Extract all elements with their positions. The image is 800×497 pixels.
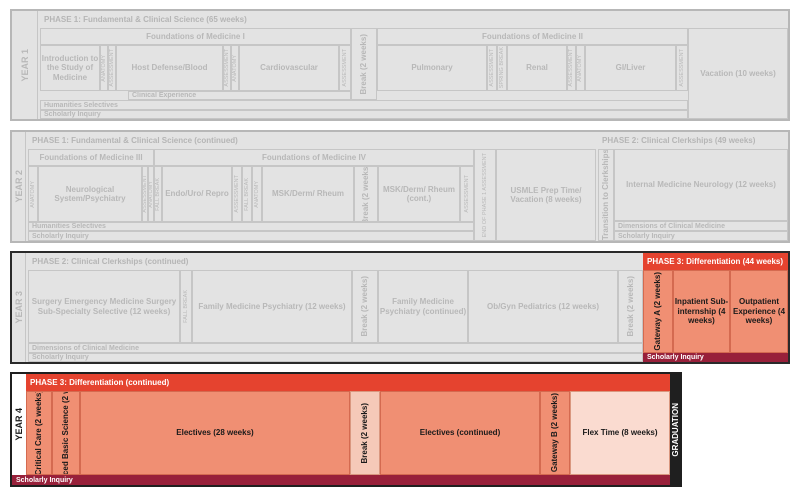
y3-scholarly-band: Scholarly Inquiry — [643, 353, 788, 362]
y2-scholarly-right: Scholarly Inquiry — [614, 231, 788, 241]
y2-break: Break (2 weeks) — [354, 166, 378, 222]
y1-humanities-band: Humanities Selectives — [40, 100, 688, 110]
y2-transition: Transition to Clerkships — [598, 149, 614, 241]
y1-scholarly-band: Scholarly Inquiry — [40, 110, 688, 119]
pulmonary-cell: Pulmonary — [377, 45, 487, 91]
surgery-cell: Surgery Emergency Medicine Surgery Sub-S… — [28, 270, 180, 343]
internal-medicine-cell: Internal Medicine Neurology (12 weeks) — [614, 149, 788, 221]
year2-label: YEAR 2 — [12, 132, 26, 241]
y3-fall-break: FALL BREAK — [180, 270, 192, 343]
year3-phase2-header: PHASE 2: Clinical Clerkships (continued) — [32, 257, 189, 266]
y2-anatomy-2: ANATOMY — [148, 166, 154, 222]
usmle-cell: USMLE Prep Time/ Vacation (8 weeks) — [496, 149, 596, 241]
y2-scholarly-band: Scholarly Inquiry — [28, 231, 474, 241]
critical-care-cell: Critical Care (2 weeks) — [26, 391, 52, 475]
fom3-header: Foundations of Medicine III — [28, 149, 154, 166]
obgyn-cell: Ob/Gyn Pediatrics (12 weeks) — [468, 270, 618, 343]
y1-spring-break: SPRING BREAK — [497, 45, 507, 91]
intro-cell: Introduction to the Study of Medicine — [40, 45, 100, 91]
y1-assessment-3: ASSESSMENT — [339, 45, 351, 91]
y1-anatomy-3: ANATOMY — [576, 45, 585, 91]
outpatient-cell: Outpatient Experience (4 weeks) — [730, 270, 788, 353]
year1-phase-header: PHASE 1: Fundamental & Clinical Science … — [44, 14, 247, 24]
y1-assessment-5: ASSESSMENT — [567, 45, 576, 91]
gateway-a-cell: Gateway A (2 weeks) — [643, 270, 673, 353]
fom1-header: Foundations of Medicine I — [40, 28, 351, 45]
y2-dcm-band: Dimensions of Clinical Medicine — [614, 221, 788, 231]
y3-dcm-band: Dimensions of Clinical Medicine — [28, 343, 643, 353]
host-defense-cell: Host Defense/Blood — [116, 45, 223, 91]
year4-label: YEAR 4 — [12, 374, 26, 475]
fom2-header: Foundations of Medicine II — [377, 28, 688, 45]
y4-scholarly-band: Scholarly Inquiry — [12, 475, 670, 485]
year4-phase3-header: PHASE 3: Differentiation (continued) — [26, 374, 670, 391]
y2-fall-break: FALL BREAK — [154, 166, 162, 222]
vacation-cell: Vacation (10 weeks) — [688, 28, 788, 119]
y2-humanities-band: Humanities Selectives — [28, 222, 474, 231]
graduation-bar: GRADUATION — [670, 374, 682, 485]
y1-clinical-experience: Clinical Experience — [128, 91, 351, 100]
y2-fall-break-2: FALL BREAK — [242, 166, 252, 222]
gateway-b-cell: Gateway B (2 weeks) — [540, 391, 570, 475]
year3-label: YEAR 3 — [12, 253, 26, 362]
year2-phase1-header: PHASE 1: Fundamental & Clinical Science … — [32, 135, 238, 145]
endo-cell: Endo/Uro/ Repro — [162, 166, 232, 222]
fom4-header: Foundations of Medicine IV — [154, 149, 474, 166]
y2-assessment-3: ASSESSMENT — [460, 166, 474, 222]
year3-phase3-header: PHASE 3: Differentiation (44 weeks) — [643, 253, 788, 270]
y2-anatomy-3: ANATOMY — [252, 166, 262, 222]
y1-anatomy-1: ANATOMY — [100, 45, 108, 91]
y1-assessment-1: ASSESSMENT — [108, 45, 116, 91]
y2-assessment-2: ASSESSMENT — [232, 166, 242, 222]
electives-continued-cell: Electives (continued) — [380, 391, 540, 475]
y1-break: Break (2 weeks) — [351, 28, 377, 100]
flex-time-cell: Flex Time (8 weeks) — [570, 391, 670, 475]
y1-assessment-2: ASSESSMENT — [223, 45, 231, 91]
y2-assessment-1: ASSESSMENT — [142, 166, 148, 222]
family-med-2-cell: Family Medicine Psychiatry (continued) — [378, 270, 468, 343]
neuro-cell: Neurological System/Psychiatry — [38, 166, 142, 222]
advanced-basic-science-cell: Advanced Basic Science (2 weeks) — [52, 391, 80, 475]
y1-assessment-4: ASSESSMENT — [487, 45, 497, 91]
cardiovascular-cell: Cardiovascular — [239, 45, 339, 91]
year1-label: YEAR 1 — [12, 11, 38, 119]
y2-end-phase1: END OF PHASE 1 ASSESSMENT — [474, 149, 496, 241]
family-med-1-cell: Family Medicine Psychiatry (12 weeks) — [192, 270, 352, 343]
y2-anatomy-1: ANATOMY — [28, 166, 38, 222]
msk-cell: MSK/Derm/ Rheum — [262, 166, 354, 222]
y4-break-cell: Break (2 weeks) — [350, 391, 380, 475]
gi-liver-cell: GI/Liver — [585, 45, 676, 91]
msk-cont-cell: MSK/Derm/ Rheum (cont.) — [378, 166, 460, 222]
electives-cell: Electives (28 weeks) — [80, 391, 350, 475]
y1-assessment-6: ASSESSMENT — [676, 45, 688, 91]
y1-anatomy-2: ANATOMY — [231, 45, 239, 91]
inpatient-cell: Inpatient Sub-internship (4 weeks) — [673, 270, 730, 353]
year2-phase2-header: PHASE 2: Clinical Clerkships (49 weeks) — [602, 135, 756, 145]
y3-break-2: Break (2 weeks) — [618, 270, 643, 343]
y3-scholarly-grey-band: Scholarly Inquiry — [28, 353, 643, 362]
renal-cell: Renal — [507, 45, 567, 91]
y3-break-1: Break (2 weeks) — [352, 270, 378, 343]
